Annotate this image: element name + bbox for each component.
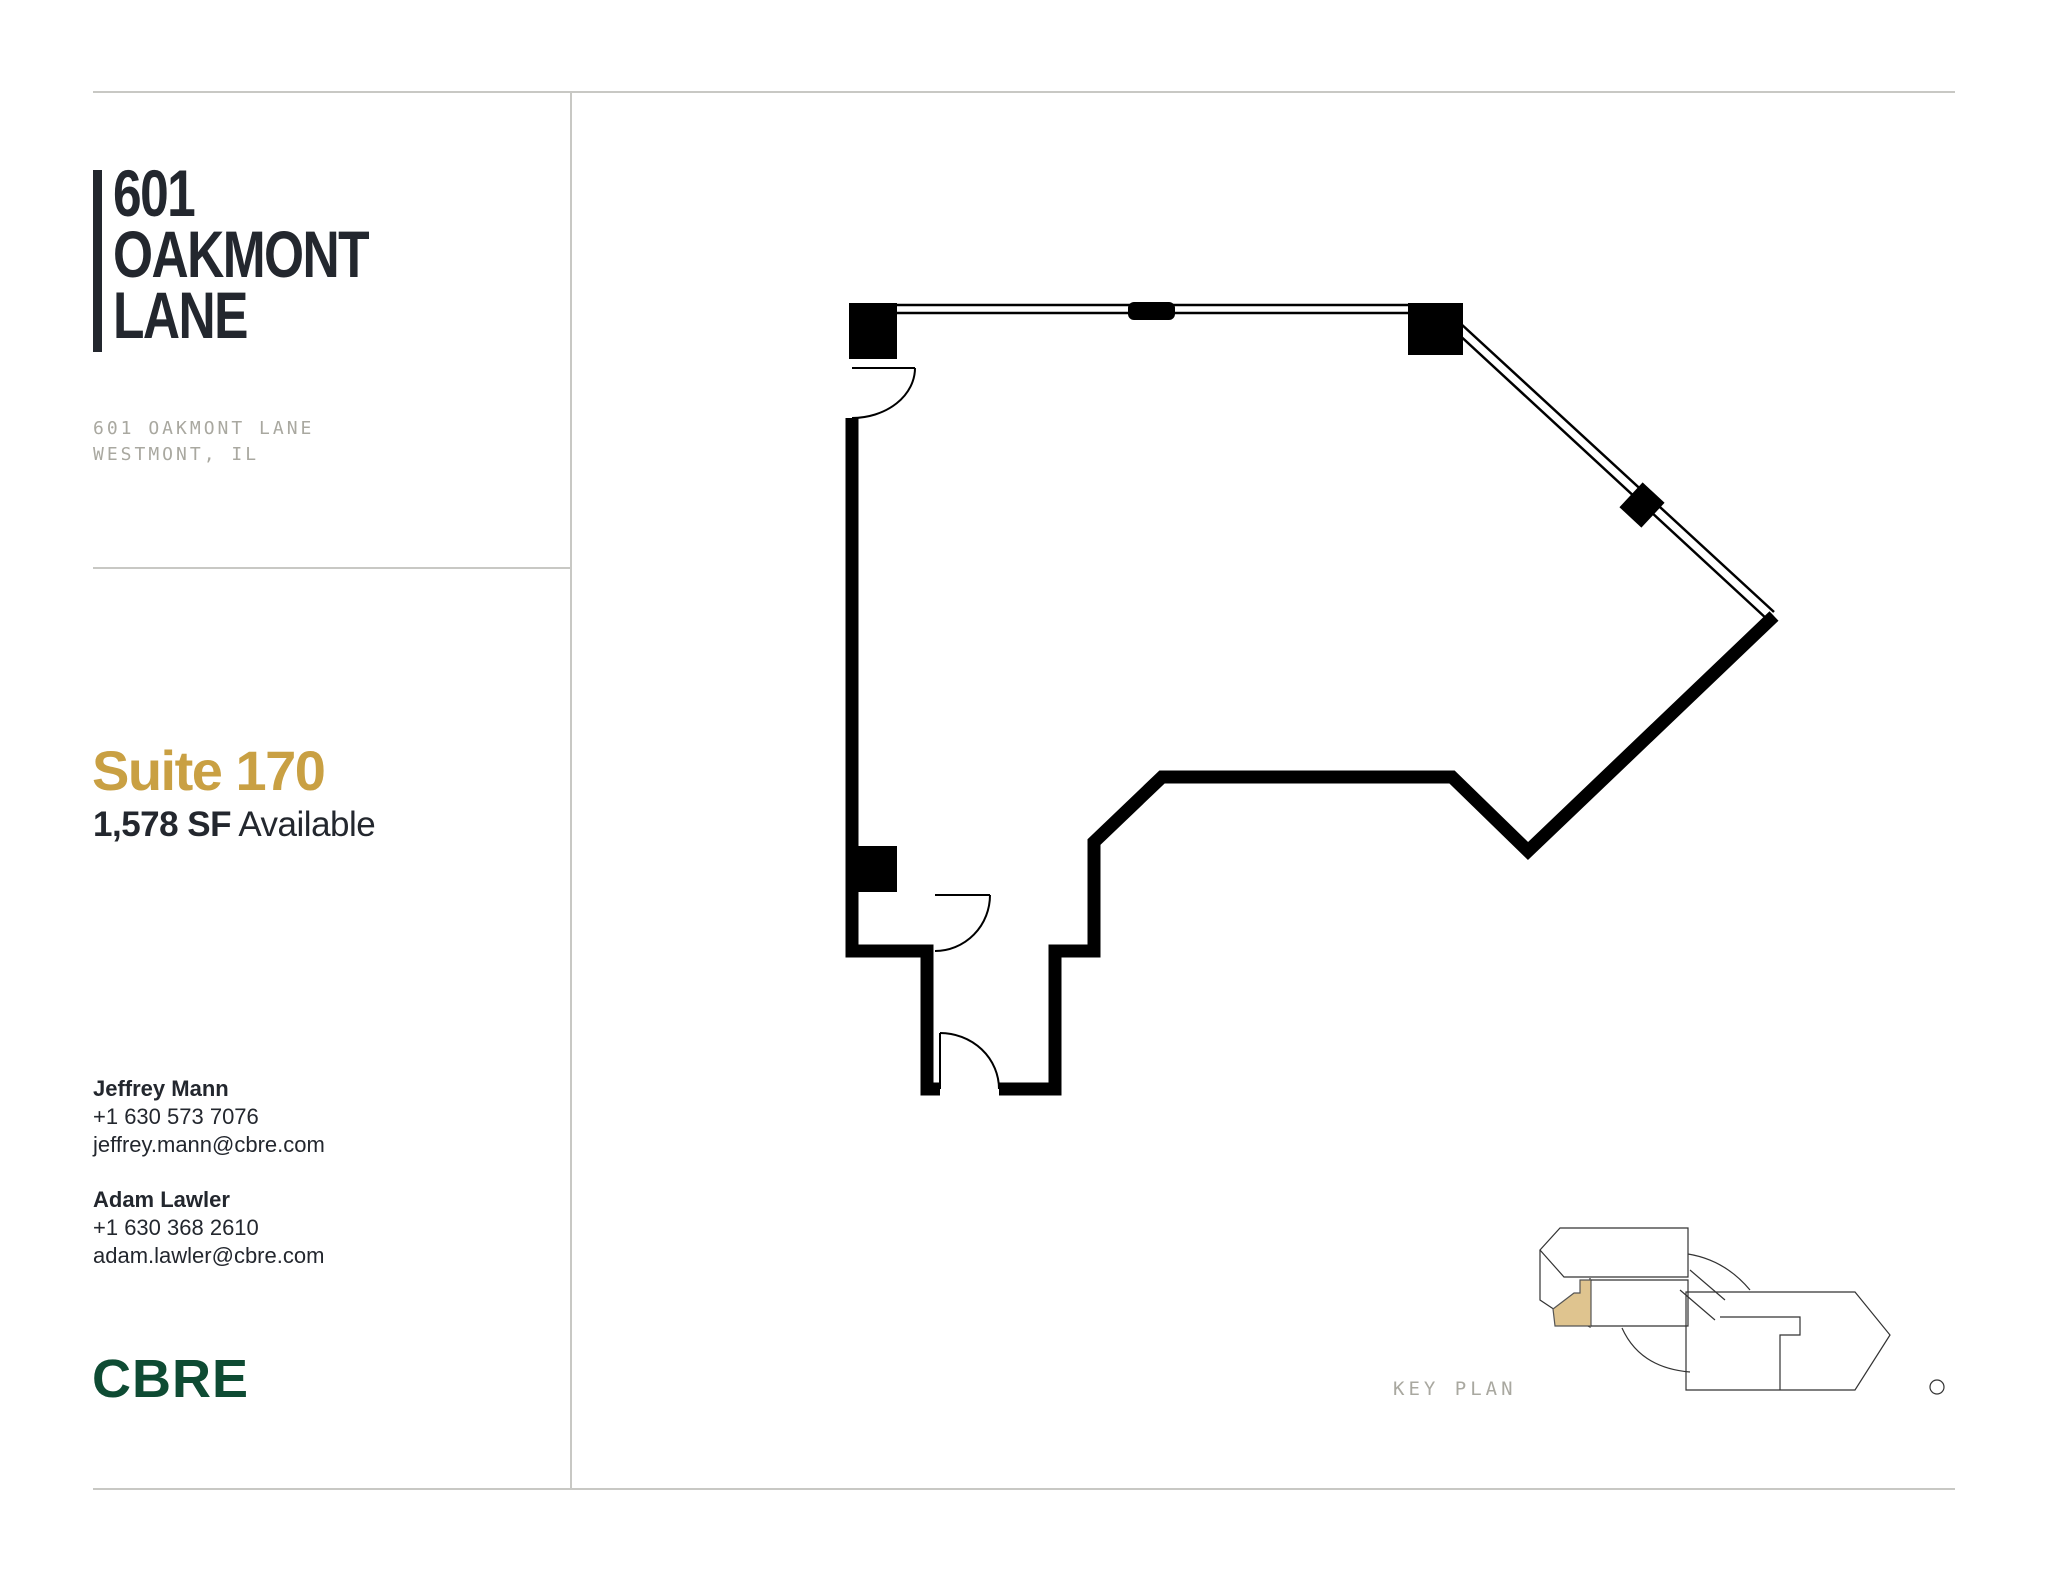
logo-bar (93, 170, 102, 352)
exterior-walls (845, 418, 1779, 1096)
contact-card: Adam Lawler +1 630 368 2610 adam.lawler@… (93, 1186, 324, 1270)
building-logo: 601 OAKMONT LANE (113, 156, 370, 352)
address-line-1: 601 OAKMONT LANE (93, 418, 315, 439)
suite-title: Suite 170 (92, 739, 326, 802)
suite-highlight (1552, 1279, 1592, 1327)
suite-area: 1,578 SF Available (93, 805, 376, 845)
columns (849, 302, 1665, 892)
contact-phone[interactable]: +1 630 368 2610 (93, 1215, 259, 1240)
logo-line: OAKMONT (113, 217, 370, 291)
address-line-2: WESTMONT, IL (93, 444, 260, 465)
vertical-divider (570, 91, 572, 1489)
window-walls (870, 303, 1775, 621)
contact-phone[interactable]: +1 630 573 7076 (93, 1104, 259, 1129)
address: 601 OAKMONT LANE WESTMONT, IL (93, 416, 314, 468)
logo-line: LANE (113, 278, 248, 352)
availability-status: Available (238, 805, 376, 844)
contact-name: Adam Lawler (93, 1187, 230, 1212)
bottom-rule (93, 1488, 1955, 1490)
contact-name: Jeffrey Mann (93, 1076, 229, 1101)
contact-card: Jeffrey Mann +1 630 573 7076 jeffrey.man… (93, 1075, 325, 1159)
doors (851, 367, 1000, 1090)
contact-email[interactable]: jeffrey.mann@cbre.com (93, 1132, 325, 1157)
top-rule (93, 91, 1955, 93)
sidebar-divider (93, 567, 571, 569)
key-plan-label: KEY PLAN (1393, 1378, 1517, 1400)
contact-email[interactable]: adam.lawler@cbre.com (93, 1243, 325, 1268)
key-plan (1539, 1227, 1945, 1395)
cbre-logo: CBRE (92, 1349, 250, 1409)
area-value: 1,578 SF (93, 805, 232, 844)
logo-line: 601 (113, 156, 196, 230)
